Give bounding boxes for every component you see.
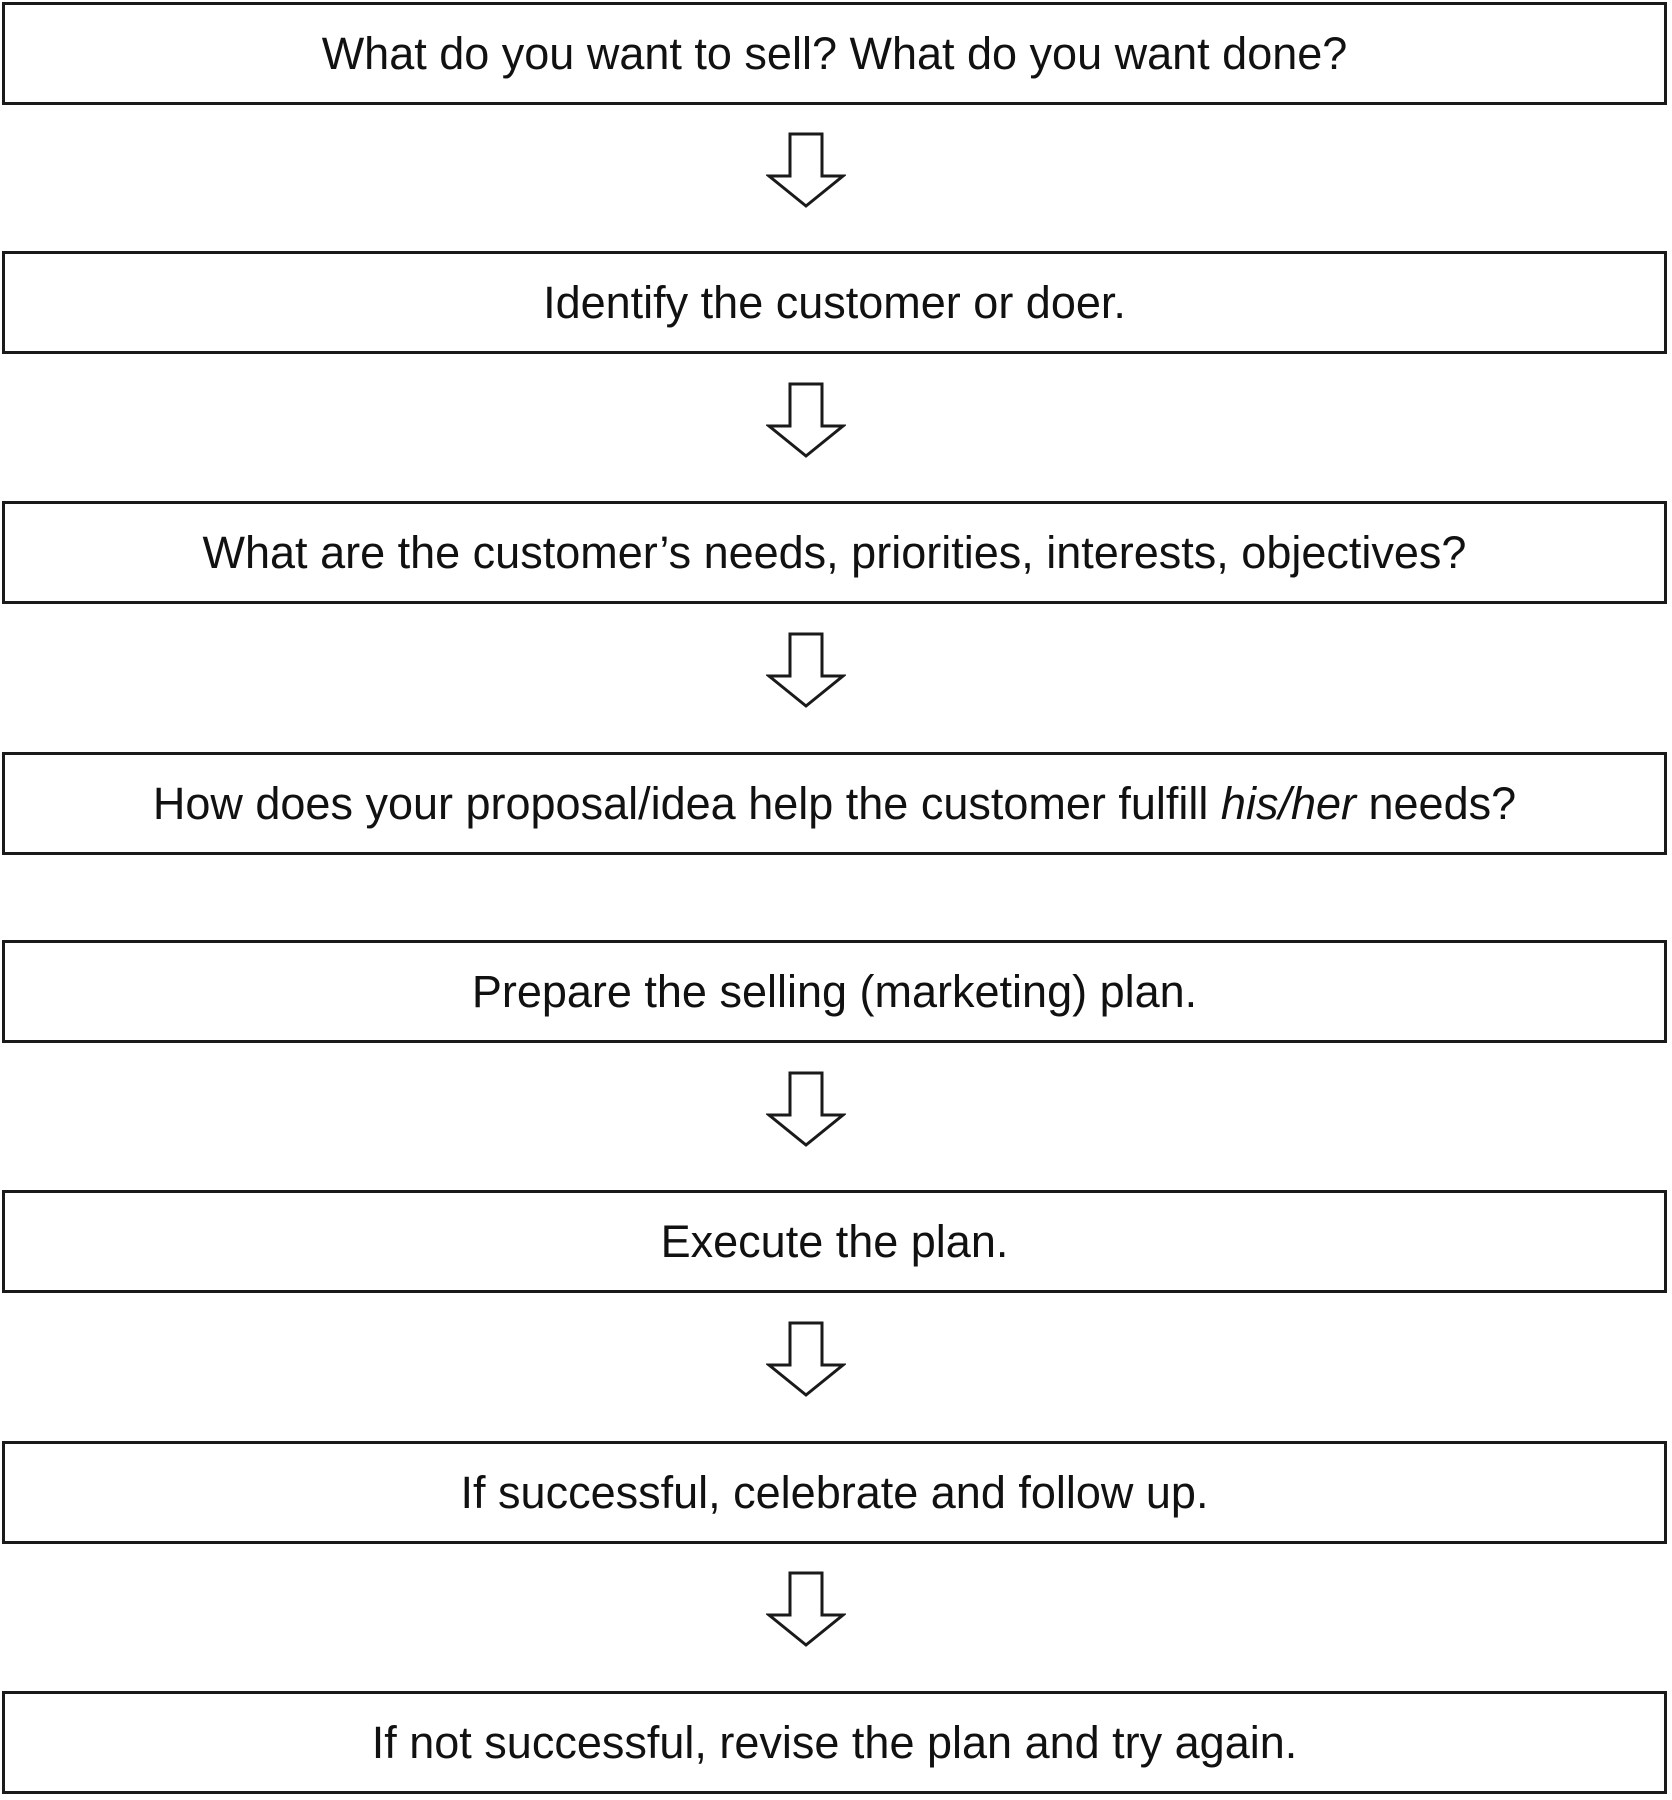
step-text: If not successful, revise the plan and t… xyxy=(371,1717,1298,1768)
step-text: If successful, celebrate and follow up. xyxy=(460,1467,1209,1518)
step-box-customer-needs: What are the customer’s needs, prioritie… xyxy=(2,501,1667,604)
down-arrow-icon xyxy=(766,132,846,208)
step-text: How does your proposal/idea help the cus… xyxy=(153,781,1516,826)
step-box-proposal-fit: How does your proposal/idea help the cus… xyxy=(2,752,1667,855)
step-box-prepare-plan: Prepare the selling (marketing) plan. xyxy=(2,940,1667,1043)
step-box-sell-goal: What do you want to sell? What do you wa… xyxy=(2,2,1667,105)
step-box-if-not-successful: If not successful, revise the plan and t… xyxy=(2,1691,1667,1794)
down-arrow-icon xyxy=(766,382,846,458)
step-text-before: How does your proposal/idea help the cus… xyxy=(152,778,1221,829)
down-arrow-icon xyxy=(766,1321,846,1397)
down-arrow-icon xyxy=(766,1571,846,1647)
down-arrow-icon xyxy=(766,632,846,708)
step-text: Identify the customer or doer. xyxy=(543,277,1126,328)
step-text-after: needs? xyxy=(1356,778,1517,829)
step-box-execute-plan: Execute the plan. xyxy=(2,1190,1667,1293)
step-text: Prepare the selling (marketing) plan. xyxy=(471,966,1198,1017)
step-text: Execute the plan. xyxy=(660,1216,1009,1267)
step-text: What do you want to sell? What do you wa… xyxy=(321,28,1348,79)
step-box-identify-customer: Identify the customer or doer. xyxy=(2,251,1667,354)
down-arrow-icon xyxy=(766,1071,846,1147)
step-box-if-successful: If successful, celebrate and follow up. xyxy=(2,1441,1667,1544)
step-text: What are the customer’s needs, prioritie… xyxy=(202,527,1467,578)
step-text-emphasis: his/her xyxy=(1220,778,1356,829)
